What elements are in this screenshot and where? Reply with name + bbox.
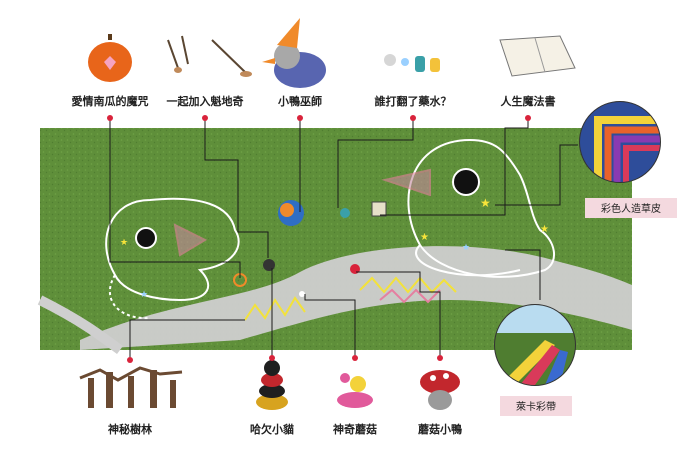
svg-text:★: ★ <box>120 238 128 248</box>
ribbon-zigzag <box>244 296 306 321</box>
tag-laika-ribbon: 萊卡彩帶 <box>516 400 556 413</box>
leader-lines-top <box>109 118 578 278</box>
tag-colorful-turf: 彩色人造草皮 <box>601 202 661 215</box>
pumpkin-icon <box>88 34 132 82</box>
potion-bottles-icon <box>384 54 440 72</box>
svg-text:★: ★ <box>462 243 470 253</box>
label-adventure: 一起加入魁地奇 <box>167 94 244 108</box>
magic-mushroom-icon <box>337 373 373 408</box>
duck-wizard-icon <box>262 18 326 88</box>
walking-path <box>80 246 632 350</box>
label-magic-mushroom: 神奇蘑菇 <box>333 422 377 436</box>
left-duck-drawing <box>105 197 240 320</box>
ribbon-zoom-circle <box>494 304 576 386</box>
svg-text:★: ★ <box>140 290 148 300</box>
label-duck-wizard: 小鴨巫師 <box>277 94 322 108</box>
stacked-cat-icon <box>256 360 288 410</box>
star-decorations: ★ ★ ★ ★ ★ ★ <box>120 196 549 300</box>
tag-colorful-turf-bg <box>585 198 677 218</box>
right-duck-drawing <box>381 138 555 278</box>
label-magic-book: 人生魔法書 <box>501 94 556 108</box>
broom-sticks-icon <box>167 35 252 77</box>
magic-book-icon <box>499 35 576 77</box>
pointer-dots-bottom <box>127 355 443 363</box>
svg-text:★: ★ <box>480 196 491 210</box>
pointer-dots-top <box>107 115 531 121</box>
leader-lines-bottom <box>129 249 541 360</box>
label-potion: 誰打翻了藥水？ <box>375 94 452 108</box>
label-pumpkin-spell: 愛情南瓜的魔咒 <box>72 94 149 108</box>
turf-zoom-circle <box>579 101 661 183</box>
label-mushroom-duck: 蘑菇小鴨 <box>418 422 462 436</box>
label-yawning-cat: 哈欠小貓 <box>250 422 294 436</box>
label-mystery-forest: 神秘樹林 <box>108 422 152 436</box>
tag-laika-ribbon-bg <box>500 396 572 416</box>
mushroom-duck-icon <box>420 370 460 410</box>
svg-text:★: ★ <box>420 232 429 243</box>
svg-text:★: ★ <box>540 224 549 235</box>
forest-trees-icon <box>79 366 183 408</box>
